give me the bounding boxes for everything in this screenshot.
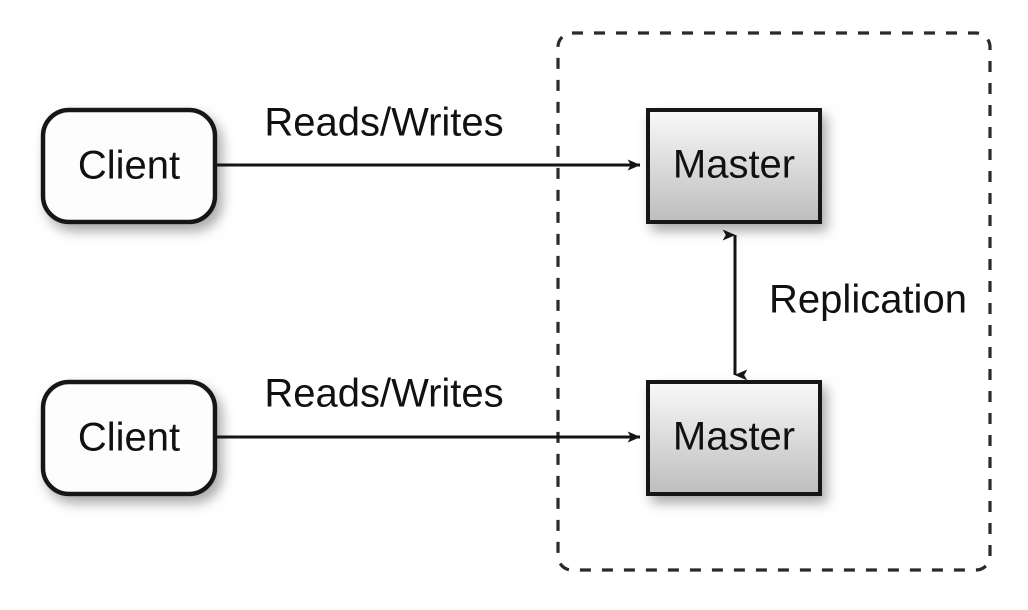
master-bottom-node[interactable]: Master xyxy=(646,380,822,496)
edge-replication-label: Replication xyxy=(769,278,967,322)
master-bottom-shape[interactable] xyxy=(646,380,822,496)
client-bottom-node[interactable]: Client xyxy=(40,379,218,497)
edge-reads-writes-top-label: Reads/Writes xyxy=(264,101,503,145)
replication-cluster-boundary xyxy=(556,31,992,572)
client-top-label: Client xyxy=(78,144,180,188)
master-top-label: Master xyxy=(673,143,795,187)
edge-reads-writes-bottom: Reads/Writes xyxy=(215,372,641,443)
master-top-shape[interactable] xyxy=(646,108,822,224)
edge-replication: Replication xyxy=(722,229,967,381)
edge-reads-writes-bottom-label: Reads/Writes xyxy=(264,372,503,416)
master-top-node[interactable]: Master xyxy=(646,108,822,224)
client-top-node[interactable]: Client xyxy=(40,107,218,225)
client-bottom-label: Client xyxy=(78,416,180,460)
master-bottom-label: Master xyxy=(673,415,795,459)
edge-reads-writes-top: Reads/Writes xyxy=(215,101,641,171)
